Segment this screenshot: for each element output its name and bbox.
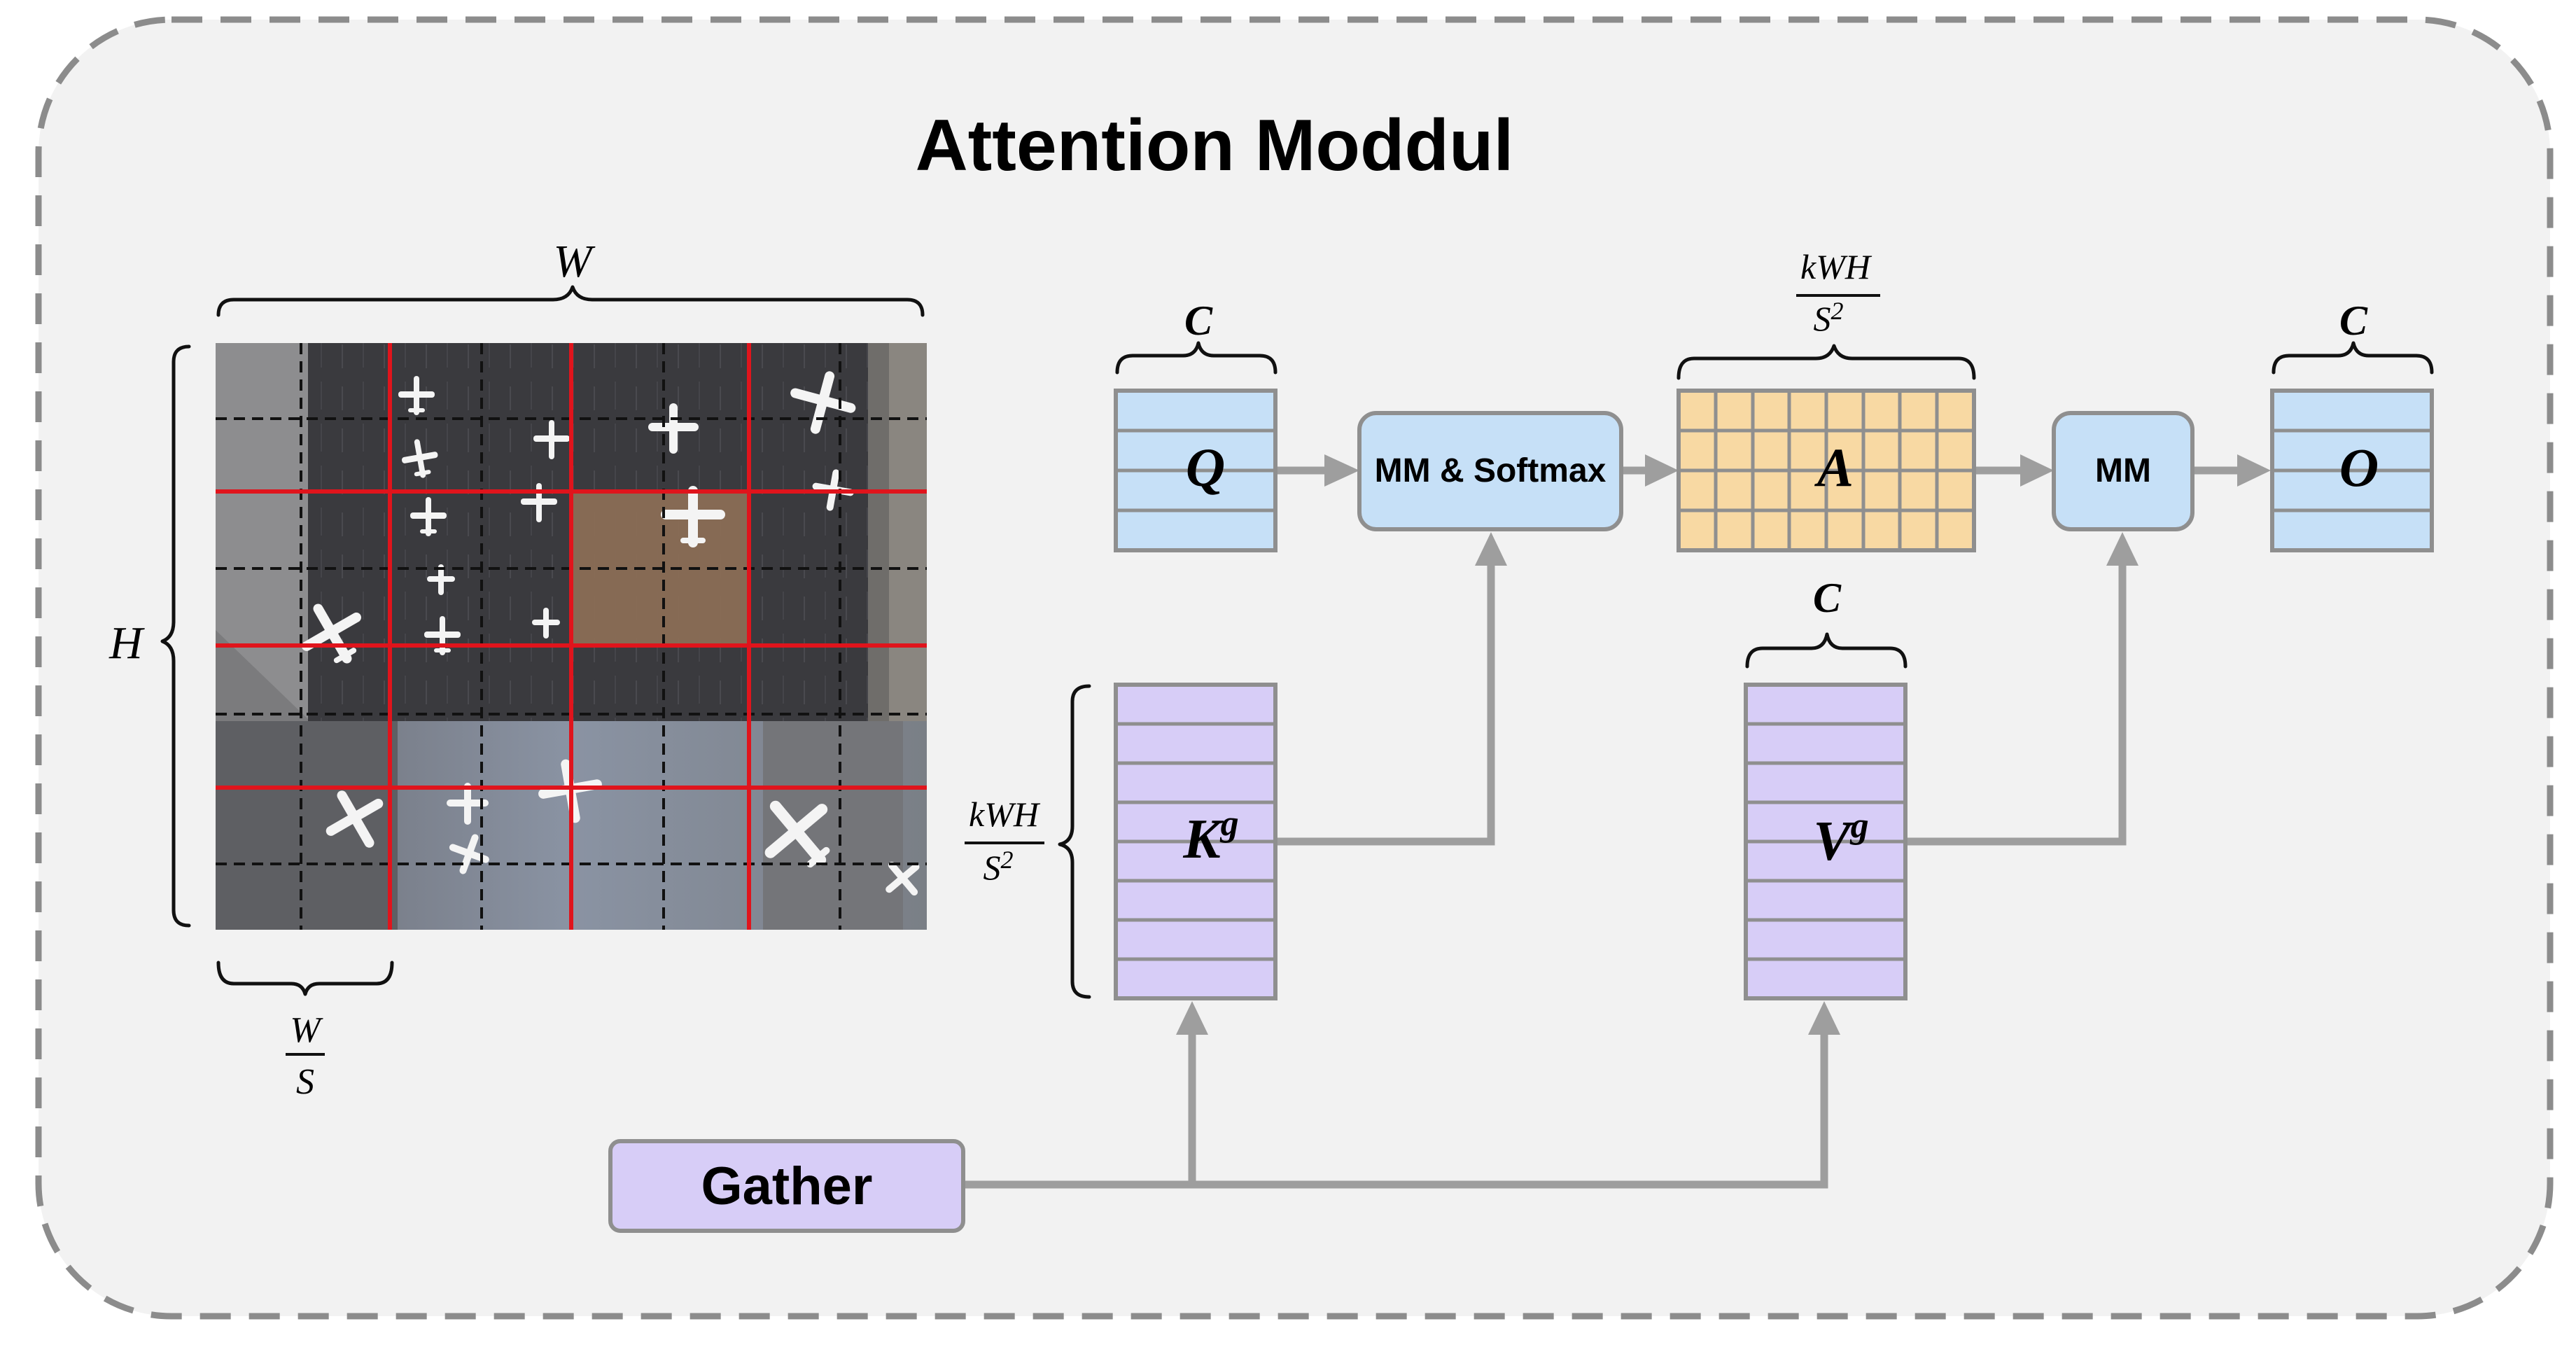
q-dim-label: C (1184, 298, 1213, 344)
width-label: W (554, 236, 596, 287)
a-block: A (1676, 389, 1976, 552)
height-brace (160, 344, 191, 928)
aerial-image (216, 343, 927, 930)
mm-softmax-op: MM & Softmax (1357, 411, 1623, 531)
cell-label-den: S (296, 1062, 314, 1102)
k-label: Kg (1182, 804, 1238, 870)
o-label: O (2339, 437, 2379, 498)
a-dim-num: kWH (1800, 247, 1872, 286)
connectors (965, 454, 2271, 1189)
k-dim-num: kWH (969, 795, 1041, 834)
width-brace (216, 285, 925, 317)
q-dim-brace (1115, 341, 1278, 375)
o-dim-brace (2272, 341, 2434, 375)
gather-op: Gather (608, 1139, 965, 1233)
k-dim-brace (1058, 684, 1091, 999)
mm-label: MM (2095, 452, 2151, 489)
v-label: Vg (1813, 806, 1868, 872)
o-dim-label: C (2339, 298, 2368, 344)
q-label: Q (1186, 437, 1225, 498)
a-label: A (1814, 437, 1854, 498)
diagram-title: Attention Moddul (916, 105, 1514, 186)
mm-softmax-label: MM & Softmax (1375, 452, 1606, 489)
q-block: Q (1114, 389, 1278, 552)
v-dim-label: C (1813, 575, 1842, 621)
o-block: O (2270, 389, 2434, 552)
gather-label: Gather (701, 1157, 873, 1216)
cell-label-num: W (290, 1010, 323, 1050)
v-dim-brace (1745, 632, 1907, 669)
k-dim-den: S2 (983, 846, 1014, 887)
window-grid (216, 343, 927, 930)
cell-brace (216, 961, 394, 996)
a-dim-brace (1676, 344, 1976, 380)
v-block: Vg (1744, 683, 1907, 1000)
height-label: H (108, 617, 145, 669)
planes (301, 371, 920, 896)
a-dim-den: S2 (1814, 297, 1844, 338)
k-block: Kg (1114, 683, 1278, 1000)
mm-op: MM (2052, 411, 2194, 531)
